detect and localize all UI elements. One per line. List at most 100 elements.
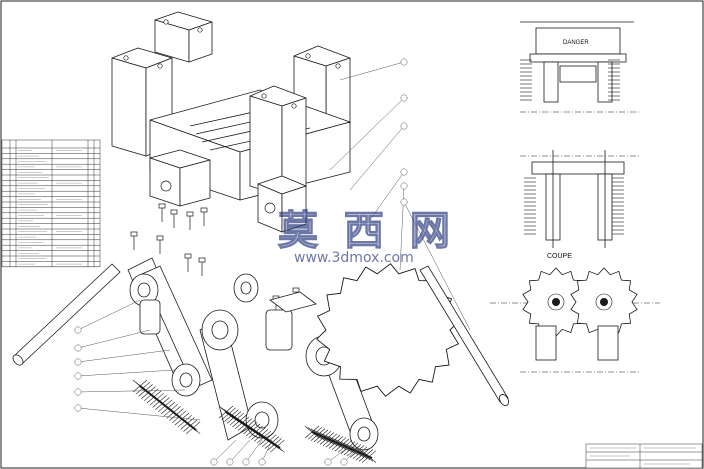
bolt-head — [170, 209, 178, 215]
bristle — [343, 442, 359, 456]
bristle — [355, 447, 371, 461]
callout-balloon — [210, 458, 218, 466]
callout-balloon — [74, 372, 82, 380]
callout-leader — [261, 439, 273, 463]
watermark-url: www.3dmox.com — [294, 250, 414, 266]
callout-leader — [77, 369, 176, 377]
callout-leader — [349, 125, 405, 191]
callout-balloon — [400, 168, 408, 176]
callout-balloon — [400, 122, 408, 130]
bristle — [221, 407, 236, 421]
bristle — [186, 421, 201, 435]
bolt-head — [292, 287, 300, 293]
bolt-head — [158, 203, 166, 209]
section-view — [490, 267, 660, 373]
bristle — [358, 449, 374, 462]
saw-disc — [316, 263, 460, 397]
callout-leader — [213, 439, 237, 463]
brush-rollers — [132, 379, 377, 463]
bristle — [237, 418, 253, 431]
bristle — [235, 416, 250, 430]
bolt-head — [200, 207, 208, 213]
callout-balloon — [400, 94, 408, 102]
callout-balloon — [74, 326, 82, 334]
watermark: 莫 西 网 www.3dmox.com — [277, 207, 456, 266]
bristle — [248, 425, 263, 439]
bristle — [310, 428, 326, 441]
bristle — [331, 437, 347, 450]
bristle — [307, 427, 323, 440]
bristle — [352, 446, 368, 460]
rotor-mechanism-left — [127, 257, 213, 397]
front-view — [520, 21, 640, 113]
callout-leader — [77, 389, 186, 393]
callout-balloon — [74, 404, 82, 412]
callout-balloon — [400, 198, 408, 206]
callout-balloon — [324, 458, 332, 466]
front-view-brand-label: DANGER — [563, 40, 589, 46]
bristle — [337, 440, 353, 453]
callout-balloon — [400, 58, 408, 66]
bristle — [226, 411, 242, 424]
callout-leader — [343, 445, 361, 463]
bristle — [270, 439, 285, 453]
bristle — [245, 423, 261, 437]
bristle — [325, 434, 341, 448]
bristle — [224, 409, 239, 422]
ortho-bristles — [520, 59, 624, 235]
callout-balloon — [74, 358, 82, 366]
part-callouts — [74, 58, 471, 466]
bristle — [240, 420, 255, 433]
frame-assembly-isometric — [111, 11, 351, 233]
title-block-text-lines — [590, 447, 696, 465]
bristle — [313, 429, 329, 443]
bristle — [256, 430, 271, 444]
frame-bolt-holes — [123, 19, 341, 214]
bristle — [218, 405, 234, 419]
bristle — [232, 414, 247, 428]
callout-leader — [339, 61, 405, 81]
callout-leader — [77, 299, 141, 331]
rotor-mechanism-middle — [199, 273, 317, 441]
bristle — [267, 438, 282, 451]
bristle — [349, 445, 365, 458]
callout-leader — [329, 97, 405, 171]
bristle — [319, 432, 335, 445]
bristle — [251, 427, 266, 440]
bristle — [262, 434, 277, 448]
bristle — [253, 429, 269, 442]
bristle — [259, 432, 274, 446]
watermark-chinese: 莫 西 网 — [278, 208, 456, 254]
callout-balloon — [74, 388, 82, 396]
shafts — [12, 263, 509, 406]
bristle — [346, 443, 362, 457]
callout-leader — [77, 407, 201, 421]
bristle — [264, 436, 280, 449]
bristle — [322, 433, 338, 447]
section-view-label: COUPE — [547, 253, 572, 260]
bolt-head — [156, 235, 164, 241]
bristle — [361, 450, 377, 463]
bristle — [243, 421, 258, 435]
bolt-head — [184, 253, 192, 259]
callout-balloon — [226, 458, 234, 466]
bom-table — [1, 139, 101, 268]
callout-leader — [369, 171, 405, 221]
section-hubs — [547, 293, 613, 311]
callout-leader — [77, 349, 171, 363]
bolt-head — [198, 257, 206, 263]
side-view — [520, 150, 640, 248]
bristle — [229, 412, 244, 426]
callout-balloon — [74, 344, 82, 352]
callout-balloon — [258, 458, 266, 466]
callout-leader — [327, 445, 351, 463]
bolt-head — [130, 231, 138, 237]
bolt-head — [186, 211, 194, 217]
bristle — [304, 425, 320, 439]
bristle — [316, 430, 332, 444]
callout-leader — [229, 439, 251, 463]
callout-balloon — [340, 458, 348, 466]
callout-balloon — [242, 458, 250, 466]
bristle — [334, 438, 350, 452]
